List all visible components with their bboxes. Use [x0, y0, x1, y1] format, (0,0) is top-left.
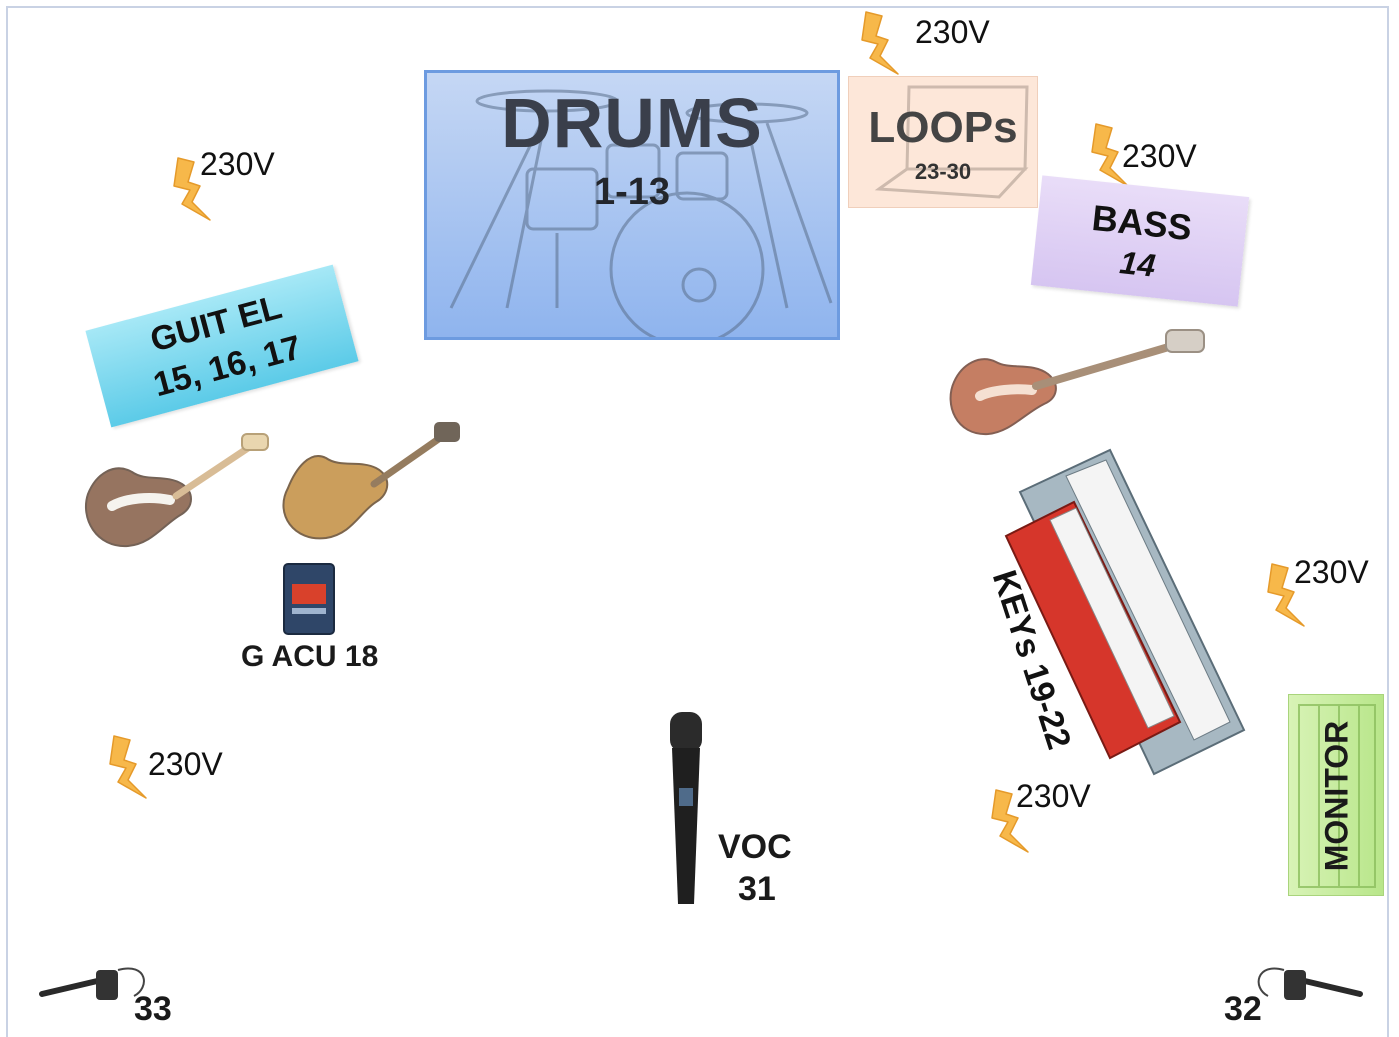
ambient-mic-left-label: 33: [134, 990, 172, 1028]
ambient-mic-left-icon: [39, 967, 145, 1000]
drums-title: DRUMS: [501, 84, 763, 162]
guitar-acoustic-label: G ACU 18: [241, 640, 379, 673]
vocal-channel: 31: [738, 870, 776, 908]
keyboard-icon: [1004, 448, 1246, 776]
stage-plot-canvas: [6, 6, 1389, 1037]
vocal-title: VOC: [718, 828, 792, 866]
electric-guitar-icon: [85, 433, 269, 548]
power-label-monitor: 230V: [1294, 554, 1369, 590]
monitor-box: MONITOR: [1288, 694, 1384, 896]
power-label-keys: 230V: [1016, 778, 1091, 814]
handheld-mic-icon: [670, 712, 702, 904]
archtop-guitar-icon: [282, 422, 460, 540]
bass-guitar-icon: [949, 329, 1205, 436]
drums-box: DRUMS 1-13: [424, 70, 840, 340]
bass-box: BASS 14: [1030, 175, 1250, 307]
loops-title: LOOPs: [868, 103, 1018, 152]
drums-channels: 1-13: [593, 171, 671, 213]
monitor-label: MONITOR: [1318, 720, 1355, 872]
ambient-mic-right-label: 32: [1224, 990, 1262, 1028]
di-box-icon: [283, 563, 335, 635]
laptop-icon: [874, 85, 1029, 199]
power-outlet-icon: [852, 10, 910, 80]
loops-channels: 23-30: [914, 159, 972, 184]
power-label-bass: 230V: [1122, 138, 1197, 174]
power-label-guitar: 230V: [200, 146, 275, 182]
ambient-mic-right-icon: [1257, 967, 1363, 1000]
loops-box: LOOPs 23-30: [848, 76, 1038, 208]
mixer-icon: [1298, 704, 1376, 888]
power-label-loops: 230V: [915, 14, 990, 50]
power-label-left: 230V: [148, 746, 223, 782]
drum-kit-icon: [449, 89, 833, 337]
